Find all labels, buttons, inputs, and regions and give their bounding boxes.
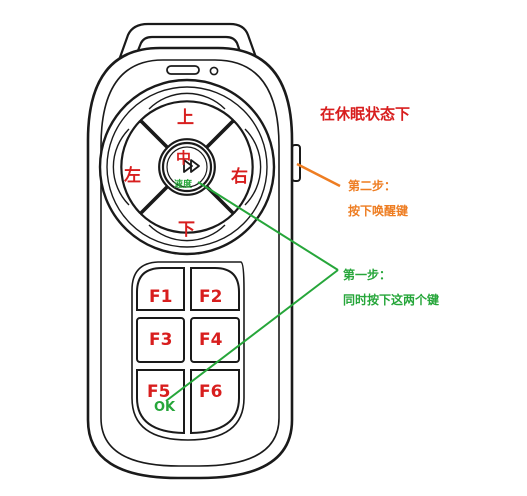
- f5-key[interactable]: [136, 369, 185, 435]
- step2-arrow: [296, 162, 341, 188]
- dpad-center-label: 中: [176, 149, 192, 167]
- dpad: [98, 78, 276, 256]
- step2-text: 按下唤醒键: [348, 204, 409, 218]
- step1-arrows: [165, 181, 339, 402]
- f5-sublabel: OK: [154, 400, 176, 415]
- dpad-center-button[interactable]: [161, 141, 213, 193]
- f2-key[interactable]: [190, 267, 240, 311]
- sleep-state-note: 在休眠状态下: [320, 105, 411, 123]
- dpad-down-button[interactable]: [139, 185, 235, 242]
- dpad-left-label: 左: [124, 166, 141, 186]
- dpad-left-button[interactable]: [112, 119, 169, 215]
- f3-key[interactable]: [136, 317, 185, 363]
- f4-key[interactable]: [190, 317, 240, 363]
- f6-key[interactable]: [190, 369, 240, 435]
- dpad-up-label: 上: [177, 108, 194, 128]
- f1-key[interactable]: [136, 267, 185, 311]
- dpad-down-label: 下: [178, 220, 195, 240]
- fkey-cluster: [131, 261, 245, 441]
- f1-label: F1: [149, 287, 173, 307]
- step1-title: 第一步：: [343, 268, 392, 282]
- f6-label: F6: [199, 382, 223, 402]
- dpad-right-label: 右: [231, 167, 248, 187]
- play-fast-forward-icon: [183, 159, 200, 173]
- step2-title: 第二步：: [348, 179, 397, 193]
- f3-label: F3: [149, 330, 173, 350]
- dpad-up-button[interactable]: [139, 92, 235, 149]
- f2-label: F2: [199, 287, 223, 307]
- f5-label: F5: [147, 382, 171, 402]
- dpad-center-sublabel: 速度: [174, 180, 193, 190]
- indicator-slot: [166, 65, 200, 75]
- step1-text: 同时按下这两个键: [343, 293, 440, 307]
- indicator-led: [209, 66, 219, 76]
- f4-label: F4: [199, 330, 223, 350]
